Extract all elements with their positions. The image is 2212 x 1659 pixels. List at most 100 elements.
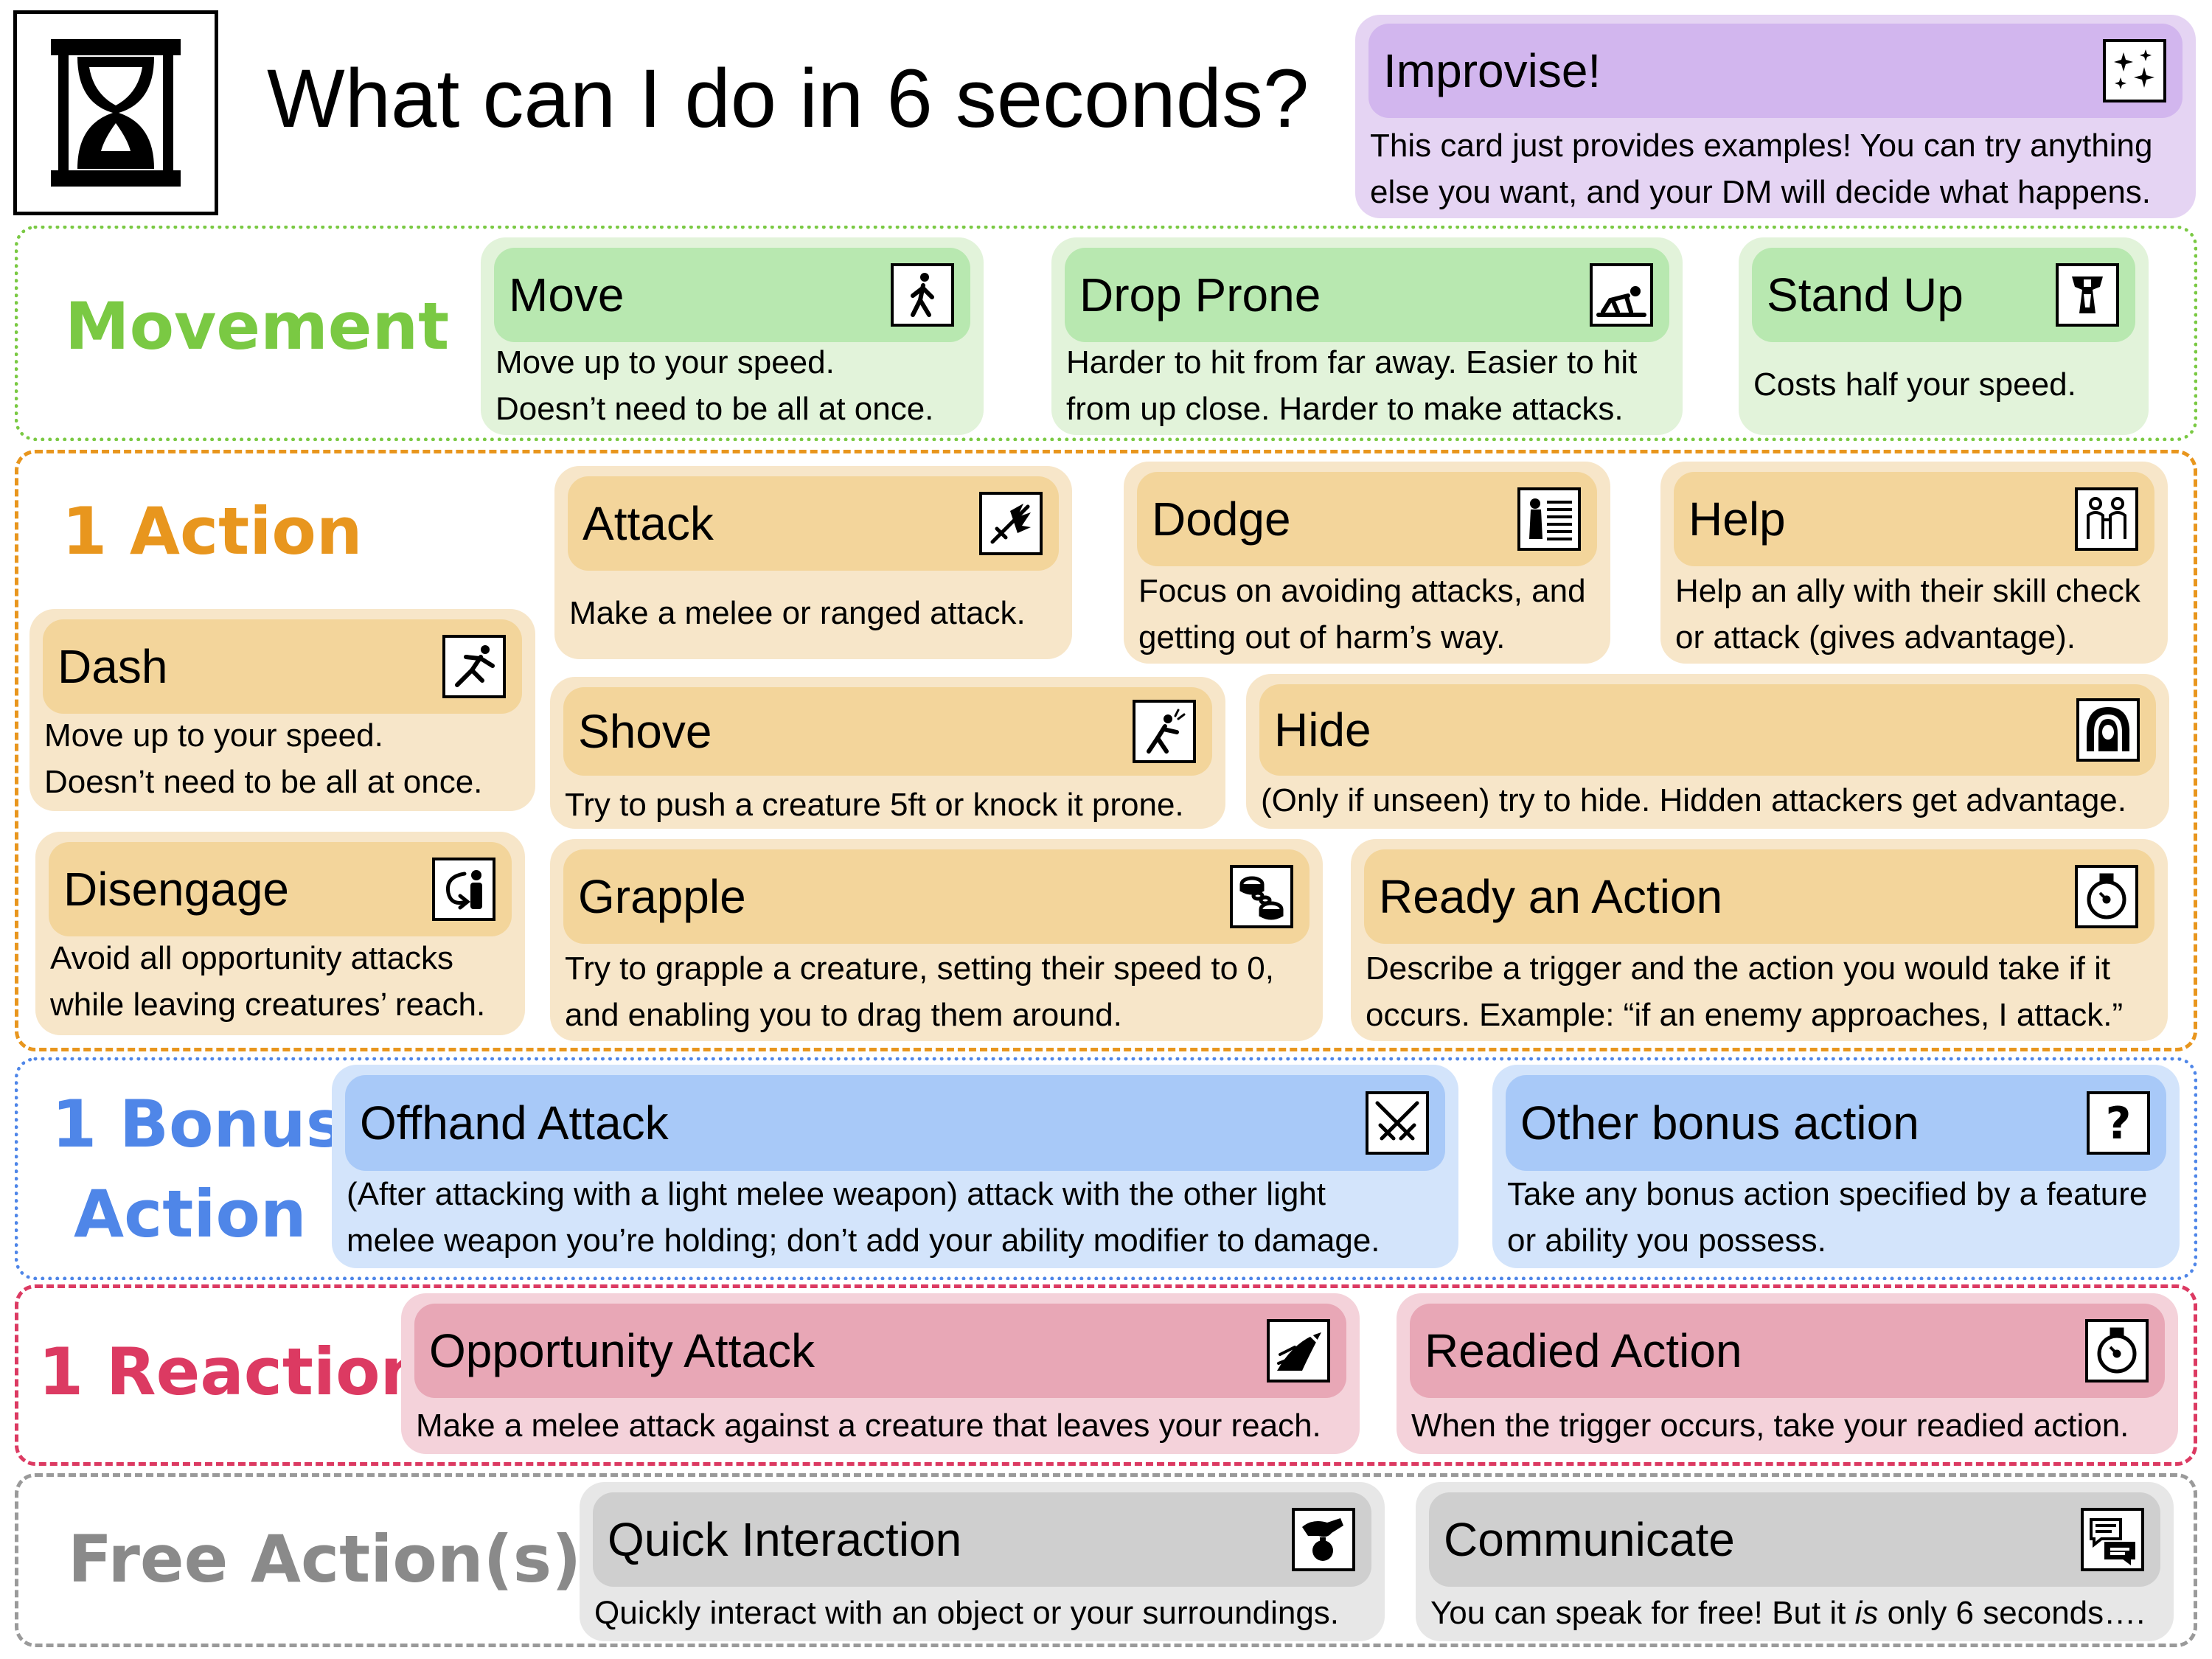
page-title: What can I do in 6 seconds?	[267, 52, 1310, 145]
ready-action-title: Ready an Action	[1379, 870, 1723, 923]
dash-title: Dash	[58, 640, 168, 693]
sword-slash-icon	[1267, 1319, 1330, 1382]
free-action-section	[15, 1473, 2197, 1647]
ready-action-desc-1: Describe a trigger and the action you wo…	[1366, 950, 2111, 987]
help-title: Help	[1688, 493, 1786, 546]
help-card-header: Help	[1674, 472, 2154, 566]
walking-person-icon	[891, 263, 954, 327]
grapple-card-header: Grapple	[563, 849, 1310, 944]
help-desc-2: or attack (gives advantage).	[1675, 619, 2076, 655]
offhand-attack-title: Offhand Attack	[360, 1096, 669, 1150]
hide-card: Hide (Only if unseen) try to hide. Hidde…	[1246, 674, 2169, 829]
disengage-desc-2: while leaving creatures’ reach.	[50, 987, 486, 1023]
reaction-section	[15, 1284, 2197, 1466]
other-bonus-action-title: Other bonus action	[1520, 1096, 1919, 1150]
move-card: Move Move up to your speed. Doesn’t need…	[481, 237, 984, 435]
other-bonus-action-desc-2: or ability you possess.	[1507, 1222, 1826, 1259]
dodge-title: Dodge	[1152, 493, 1291, 546]
move-desc-1: Move up to your speed.	[495, 344, 835, 380]
attack-title: Attack	[582, 497, 714, 550]
disengage-card: Disengage Avoid all opportunity attacks …	[35, 832, 525, 1035]
opportunity-attack-card-header: Opportunity Attack	[414, 1304, 1346, 1398]
attack-card-header: Attack	[568, 476, 1059, 571]
move-desc-2: Doesn’t need to be all at once.	[495, 391, 934, 427]
quick-interaction-title: Quick Interaction	[608, 1513, 962, 1566]
drop-prone-card-header: Drop Prone	[1065, 248, 1669, 342]
communicate-card: Communicate You can speak for free! But …	[1416, 1482, 2174, 1641]
readied-action-title: Readied Action	[1425, 1324, 1742, 1377]
grapple-desc-2: and enabling you to drag them around.	[565, 997, 1122, 1033]
dodging-figure-icon	[1517, 487, 1581, 551]
readied-action-desc-1: When the trigger occurs, take your readi…	[1411, 1408, 2129, 1444]
stopwatch-icon	[2085, 1319, 2149, 1382]
attack-desc-1: Make a melee or ranged attack.	[569, 595, 1026, 631]
improvise-card-header: Improvise!	[1368, 24, 2183, 118]
sparkles-icon	[2103, 39, 2166, 102]
crawling-person-icon	[1590, 263, 1653, 327]
dodge-card: Dodge Focus on avoiding attacks, and get…	[1124, 462, 1610, 664]
bonus-action-label-1: 1 Bonus	[52, 1086, 345, 1162]
offhand-attack-desc-1: (After attacking with a light melee weap…	[347, 1176, 1326, 1212]
improvise-desc-2: else you want, and your DM will decide w…	[1370, 174, 2152, 210]
hourglass-logo	[13, 10, 218, 215]
stand-up-desc-1: Costs half your speed.	[1753, 366, 2076, 403]
hide-title: Hide	[1274, 703, 1371, 757]
action-section	[15, 450, 2197, 1051]
question-mark-icon: ?	[2087, 1091, 2150, 1155]
hide-card-header: Hide	[1259, 684, 2156, 776]
attack-card: Attack Make a melee or ranged attack.	[554, 466, 1072, 659]
hide-desc-1: (Only if unseen) try to hide. Hidden att…	[1261, 782, 2126, 818]
dodge-desc-1: Focus on avoiding attacks, and	[1138, 573, 1586, 609]
ready-action-card-header: Ready an Action	[1364, 849, 2154, 944]
dodge-card-header: Dodge	[1137, 472, 1597, 566]
drop-prone-title: Drop Prone	[1079, 268, 1321, 321]
drop-prone-desc-2: from up close. Harder to make attacks.	[1066, 391, 1624, 427]
ready-action-desc-2: occurs. Example: “if an enemy approaches…	[1366, 997, 2124, 1033]
disengage-desc-1: Avoid all opportunity attacks	[50, 940, 454, 976]
move-title: Move	[509, 268, 625, 321]
drop-prone-card: Drop Prone Harder to hit from far away. …	[1051, 237, 1683, 435]
reaction-label: 1 Reaction	[38, 1334, 427, 1410]
dash-desc-2: Doesn’t need to be all at once.	[44, 764, 483, 800]
dodge-desc-2: getting out of harm’s way.	[1138, 619, 1506, 655]
dash-card: Dash Move up to your speed. Doesn’t need…	[29, 609, 535, 811]
dash-desc-1: Move up to your speed.	[44, 717, 383, 754]
opportunity-attack-title: Opportunity Attack	[429, 1324, 815, 1377]
improvise-desc-1: This card just provides examples! You ca…	[1370, 128, 2153, 164]
ready-action-card: Ready an Action Describe a trigger and t…	[1351, 839, 2168, 1041]
quick-interaction-card: Quick Interaction Quickly interact with …	[580, 1482, 1385, 1641]
offhand-attack-desc-2: melee weapon you’re holding; don’t add y…	[347, 1222, 1380, 1259]
retreating-figure-icon	[432, 858, 495, 921]
movement-label: Movement	[65, 288, 450, 364]
drop-prone-desc-1: Harder to hit from far away. Easier to h…	[1066, 344, 1638, 380]
quick-interaction-desc-1: Quickly interact with an object or your …	[594, 1595, 1340, 1631]
grabbing-hand-icon	[1292, 1508, 1355, 1571]
shove-card: Shove Try to push a creature 5ft or knoc…	[550, 677, 1225, 829]
pushing-person-icon	[1133, 700, 1196, 763]
running-person-icon	[442, 635, 506, 698]
free-action-label: Free Action(s)	[68, 1521, 582, 1597]
opportunity-attack-card: Opportunity Attack Make a melee attack a…	[401, 1293, 1360, 1454]
flaming-sword-icon	[979, 492, 1043, 555]
movement-section	[15, 226, 2197, 441]
svg-text:?: ?	[2106, 1098, 2132, 1149]
grapple-desc-1: Try to grapple a creature, setting their…	[565, 950, 1275, 987]
offhand-attack-card-header: Offhand Attack	[345, 1075, 1445, 1171]
communicate-title: Communicate	[1444, 1513, 1735, 1566]
communicate-desc-post: only 6 seconds….	[1878, 1595, 2146, 1631]
shove-desc-1: Try to push a creature 5ft or knock it p…	[565, 787, 1184, 823]
move-card-header: Move	[494, 248, 970, 342]
speech-bubbles-icon	[2081, 1508, 2144, 1571]
two-people-icon	[2075, 487, 2138, 551]
hourglass-icon	[51, 39, 181, 187]
stopwatch-icon	[2075, 865, 2138, 928]
readied-action-card-header: Readied Action	[1410, 1304, 2165, 1398]
help-card: Help Help an ally with their skill check…	[1660, 462, 2168, 664]
communicate-desc-emphasis: is	[1854, 1595, 1879, 1631]
shove-card-header: Shove	[563, 687, 1212, 776]
communicate-desc-pre: You can speak for free! But it	[1430, 1595, 1855, 1631]
standing-armor-icon	[2056, 263, 2119, 327]
stand-up-card-header: Stand Up	[1752, 248, 2135, 342]
improvise-title: Improvise!	[1383, 44, 1601, 97]
chain-shackles-icon	[1230, 865, 1293, 928]
